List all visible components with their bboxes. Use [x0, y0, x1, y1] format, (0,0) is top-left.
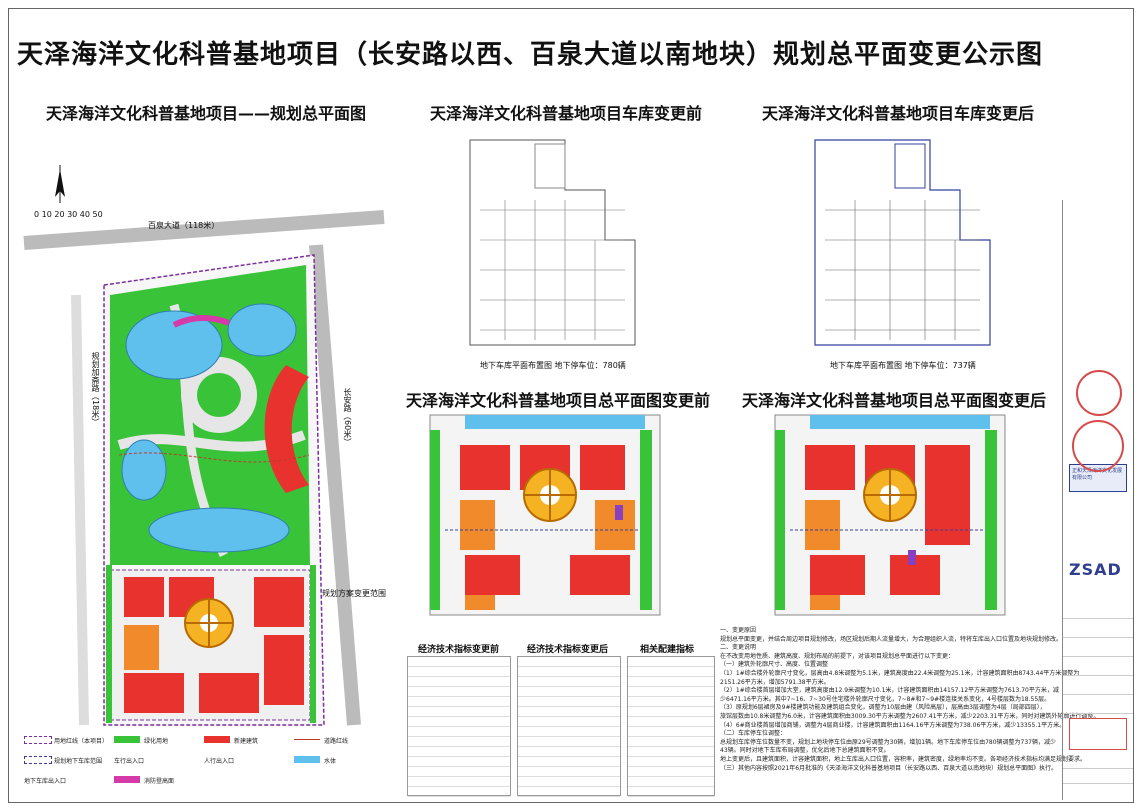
garage-before-caption: 地下车库平面布置图 地下停车位：780辆: [480, 361, 626, 370]
brand-logo: ZSAD: [1069, 560, 1122, 579]
site-before-drawing: [429, 414, 661, 616]
legend-label: 新建建筑: [234, 738, 259, 745]
road-north-label: 百泉大道（118米）: [148, 221, 220, 230]
master-scale-bar: 0 10 20 30 40 50: [34, 210, 103, 219]
note-line: 规划总平面变更，并结合周边项目规划修改，场区规划后期人流量增大，为合理组织人流，…: [720, 635, 1063, 643]
site-after-drawing: [774, 414, 1006, 616]
panel-title-garage-after: 天泽海洋文化科普基地项目车库变更后: [762, 104, 1035, 123]
note-line: 少6471.16平方米。其中7~16、7~30号住宅楼外轮廓尺寸变化，7~8#和…: [720, 695, 1051, 703]
note-line: 43辆。同时对地下车库布局调整，优化后地下总建筑面积不变。: [720, 747, 890, 755]
approval-seal-icon: [1072, 420, 1124, 472]
note-line: 总规划车库停车位数量不变，规划上地块停车位由原29号调整为30辆，增加1辆。地下…: [720, 738, 1056, 746]
legend-swatch: [114, 736, 140, 743]
company-seal-icon: [1076, 370, 1122, 416]
legend-label: 用地红线（本项目）: [54, 738, 109, 745]
signature-table: [1063, 600, 1133, 800]
note-line: 在不改变用地性质、建筑高度、规划布局的前提下，对该项目规划总平面进行以下变更：: [720, 652, 955, 660]
legend: 用地红线（本项目） 绿化用地 新建建筑 道路红线 规划地下车库范围 车行出入口 …: [24, 734, 404, 798]
table-facilities: [627, 656, 715, 797]
note-line: 二、变更说明: [720, 644, 757, 652]
table-title-facilities: 相关配建指标: [640, 645, 695, 655]
table-title-before: 经济技术指标变更前: [418, 645, 500, 655]
legend-label: 地下车库出入口: [24, 778, 67, 785]
note-line: 旅馆层数由10.8米调整为6.0米，计容建筑面积由3009.30平方米调整为26…: [720, 712, 1100, 720]
legend-label: 道路红线: [324, 738, 349, 745]
garage-after-caption: 地下车库平面布置图 地下停车位：737辆: [830, 361, 976, 370]
change-scope-label: 规划方案变更范围: [322, 589, 386, 598]
legend-swatch: [294, 756, 320, 763]
table-after: [517, 656, 621, 797]
master-plan-drawing: [23, 165, 385, 726]
note-line: （3）原规划6层裙房及9#楼建筑功能及建筑组合变化，调整为10层由建（风险高层）…: [720, 704, 1046, 712]
legend-label: 消防登高面: [144, 778, 175, 785]
legend-swatch: [24, 756, 52, 764]
note-line: （一）建筑外轮廓尺寸、高度、位置调整: [720, 661, 829, 669]
title-block: 正和天泽海洋文化发展有限公司 ZSAD: [1062, 200, 1133, 800]
change-notes: 一、变更原因 规划总平面变更，并结合周边项目规划修改，场区规划后期人流量增大，为…: [720, 627, 1100, 797]
garage-before-drawing: [469, 139, 636, 346]
road-west-label: 规划加斋路（18米）: [91, 352, 100, 427]
panel-title-master-plan: 天泽海洋文化科普基地项目——规划总平面图: [46, 104, 367, 123]
legend-label: 车行出入口: [114, 758, 145, 765]
legend-label: 绿化用地: [144, 738, 169, 745]
legend-swatch: [204, 736, 230, 743]
legend-swatch: [24, 736, 52, 744]
page-title: 天泽海洋文化科普基地项目（长安路以西、百泉大道以南地块）规划总平面变更公示图: [16, 40, 1043, 70]
table-title-after: 经济技术指标变更后: [527, 645, 609, 655]
note-line: （4）6#商业楼首层增加商铺，调整为4层商业楼，计容建筑面积由1164.16平方…: [720, 721, 1066, 729]
panel-title-garage-before: 天泽海洋文化科普基地项目车库变更前: [430, 104, 703, 123]
garage-after-drawing: [814, 139, 991, 346]
road-east-label: 长安路（60米）: [343, 388, 352, 447]
legend-label: 规划地下车库范围: [54, 758, 103, 765]
note-line: 2151.26平方米，增加5791.38平方米。: [720, 678, 830, 686]
note-line: （1）1#综合楼外轮廓尺寸变化，层高由4.8米调整为5.1米，建筑高度由22.4…: [720, 669, 1080, 677]
note-line: （2）1#综合楼首层增加大堂，建筑高度由12.9米调整为10.1米，计容建筑面积…: [720, 687, 1059, 695]
north-arrow-icon: [55, 165, 65, 203]
note-line: 一、变更原因: [720, 627, 757, 634]
note-line: 地上变更后，且建筑面积，计容建筑面积，地上车库出入口位置，容积率，建筑密度，绿地…: [720, 755, 1087, 763]
note-line: （二）车库停车位调整：: [720, 730, 787, 738]
legend-label: 人行出入口: [204, 758, 235, 765]
note-line: （三）其他内容按照2021年6月批准的《天泽海洋文化科普基地项目（长安路以西、百…: [720, 764, 1058, 772]
legend-swatch: [294, 739, 320, 740]
drawing-frame: [8, 8, 1134, 803]
legend-label: 水体: [324, 758, 337, 765]
legend-swatch: [114, 776, 140, 783]
panel-title-site-after: 天泽海洋文化科普基地项目总平面图变更后: [742, 391, 1047, 410]
table-before: [407, 656, 511, 797]
panel-title-site-before: 天泽海洋文化科普基地项目总平面图变更前: [406, 391, 711, 410]
